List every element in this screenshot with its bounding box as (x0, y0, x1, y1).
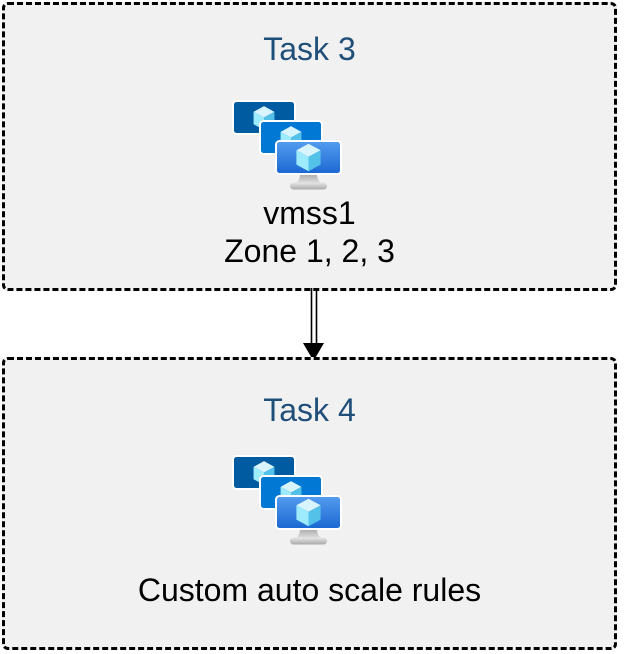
task4-caption: Custom auto scale rules (5, 571, 614, 609)
task3-title: Task 3 (263, 31, 356, 67)
autoscale-rules-label: Custom auto scale rules (137, 572, 482, 608)
vmss-zones-label: Zone 1, 2, 3 (224, 233, 395, 269)
vm-scale-sets-icon (231, 452, 343, 546)
vmss-name-label: vmss1 (263, 195, 356, 231)
task4-box: Task 4 Custom auto scale rules (2, 357, 617, 650)
task4-title: Task 4 (263, 392, 356, 428)
task3-box: Task 3 vmss1 Zone 1, 2, 3 (2, 2, 617, 291)
flow-arrow-icon (303, 288, 324, 361)
task3-caption: vmss1 Zone 1, 2, 3 (5, 194, 614, 270)
vm-scale-sets-icon (231, 97, 343, 191)
